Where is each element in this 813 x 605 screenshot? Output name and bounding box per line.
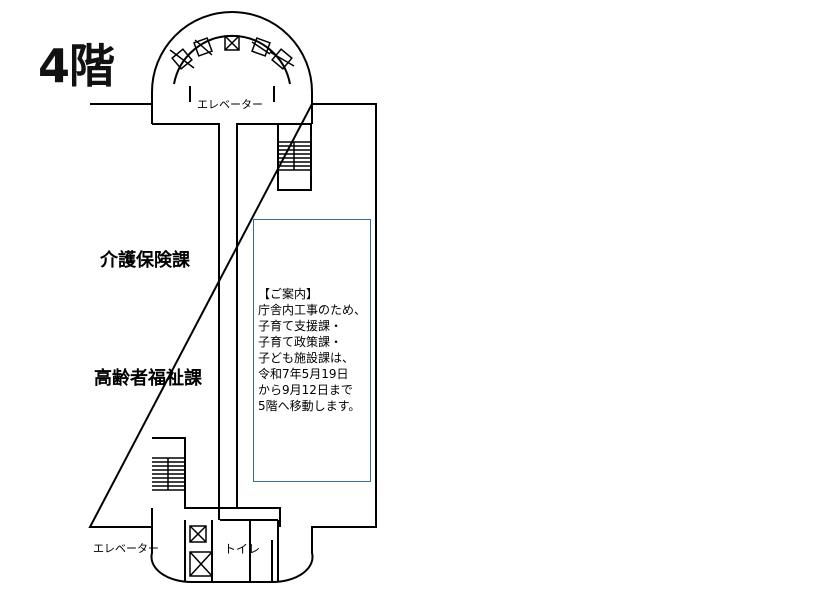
elevator-cars-bottom [189, 525, 213, 577]
stairs-bottom-left [152, 457, 185, 491]
notice-line: 子育て支援課・ [258, 319, 343, 333]
elevator-label-top: エレベーター [197, 98, 263, 111]
elevator-hall-top [151, 11, 313, 104]
notice-line: 5階へ移動します。 [258, 399, 361, 413]
toilet-label: トイレ [224, 542, 261, 556]
notice-text: 【ご案内】 庁舎内工事のため、 子育て支援課・ 子育て政策課・ 子ども施設課は、… [258, 286, 366, 414]
notice-line: 【ご案内】 [258, 287, 319, 301]
floor-title: 4階 [38, 39, 115, 93]
stairs-top-right [278, 141, 311, 171]
room-kaigo-hoken: 介護保険課 [100, 250, 190, 271]
notice-box: 【ご案内】 庁舎内工事のため、 子育て支援課・ 子育て政策課・ 子ども施設課は、… [253, 219, 371, 482]
notice-line: 子ども施設課は、 [258, 351, 355, 365]
notice-line: 子育て政策課・ [258, 335, 343, 349]
elevator-label-bottom: エレベーター [93, 542, 159, 555]
notice-line: 庁舎内工事のため、 [258, 303, 367, 317]
elevator-cars-top [169, 35, 295, 70]
notice-line: 令和7年5月19日 [258, 367, 349, 381]
room-koreisha-fukushi: 高齢者福祉課 [94, 368, 202, 389]
notice-line: から9月12日まで [258, 383, 353, 397]
